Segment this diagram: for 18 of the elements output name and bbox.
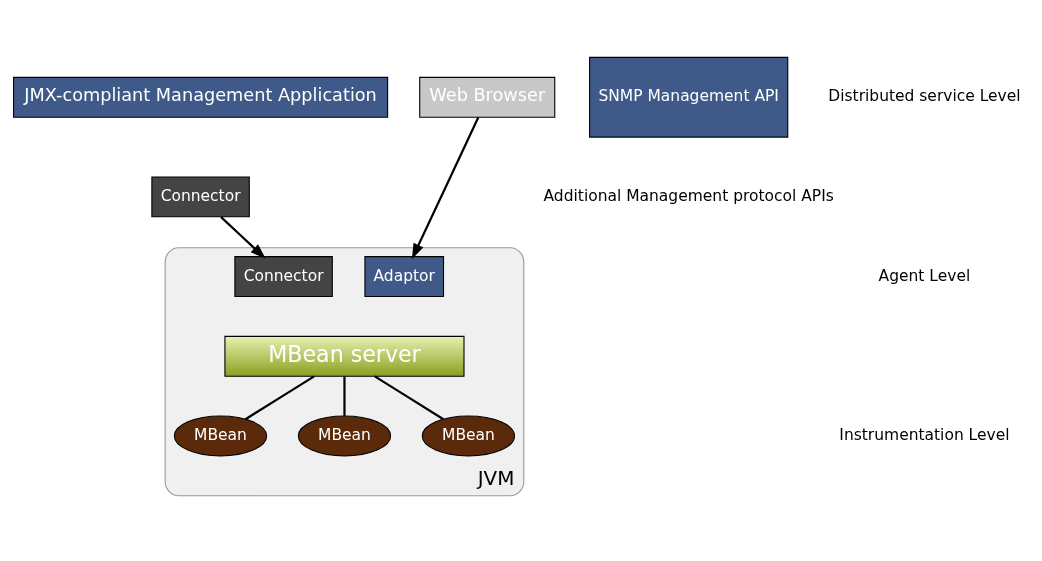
- connector: [244, 374, 315, 420]
- node-box: Connector: [234, 255, 333, 297]
- arrow: [220, 215, 266, 259]
- label: Distributed service Level: [828, 86, 1021, 105]
- node-box: Connector: [151, 175, 250, 217]
- connector: [374, 374, 444, 420]
- node-box: Adaptor: [364, 255, 445, 297]
- label: Instrumentation Level: [839, 425, 1010, 444]
- node-ellipse: MBean: [297, 414, 392, 456]
- arrow: [411, 116, 480, 259]
- label: Agent Level: [878, 266, 971, 285]
- node-box: SNMP Management API: [589, 56, 789, 138]
- node-box: MBean server: [224, 335, 465, 377]
- label: Additional Management protocol APIs: [543, 186, 834, 205]
- node-ellipse: MBean: [173, 414, 268, 456]
- connector: [343, 376, 346, 416]
- node-box: JMX-compliant Management Application: [12, 76, 389, 118]
- node-ellipse: MBean: [421, 414, 516, 456]
